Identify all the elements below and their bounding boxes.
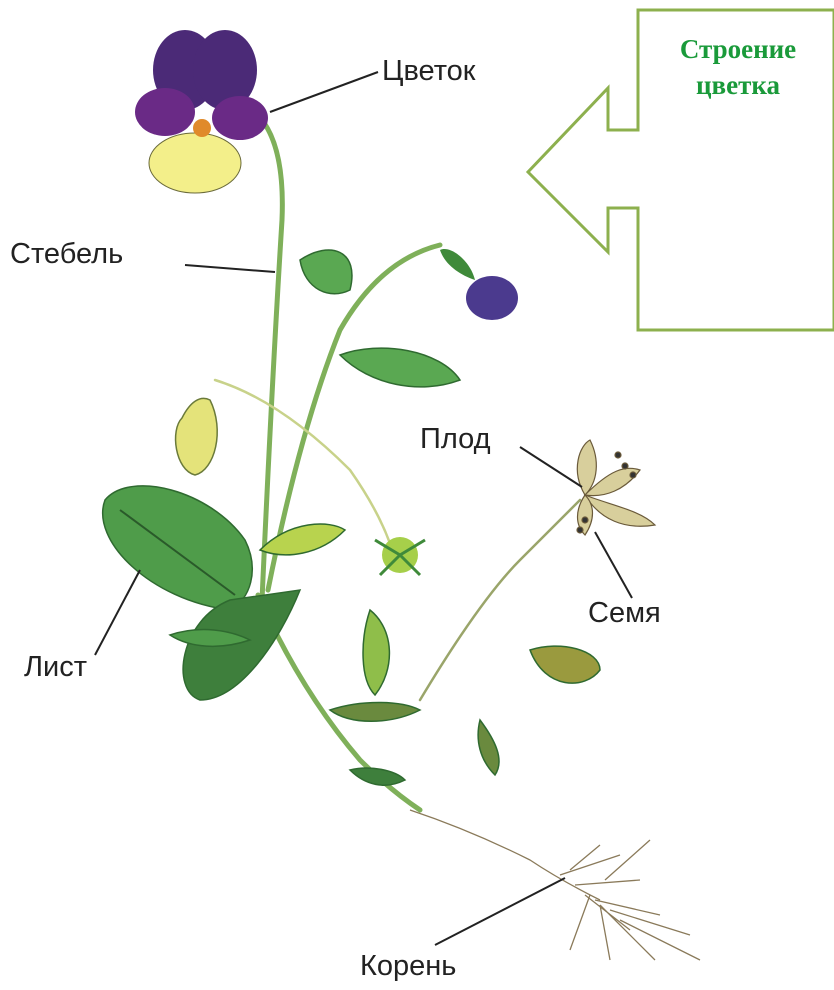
fruit-capsule <box>577 440 655 535</box>
label-stem: Стебель <box>10 238 123 270</box>
flower-bud-yellow <box>176 398 218 475</box>
callout-title-line2: цветка <box>648 68 828 104</box>
label-flower: Цветок <box>382 55 476 87</box>
callout-title: Строение цветка <box>648 32 828 104</box>
label-seed: Семя <box>588 597 661 629</box>
flower-rosette <box>375 537 425 575</box>
flower-bud-purple <box>440 249 518 320</box>
roots <box>410 810 700 960</box>
label-root: Корень <box>360 950 456 982</box>
flower-main <box>135 30 268 193</box>
callout-title-line1: Строение <box>648 32 828 68</box>
label-leaf: Лист <box>24 651 87 683</box>
leaves <box>103 250 600 785</box>
label-fruit: Плод <box>420 423 491 455</box>
